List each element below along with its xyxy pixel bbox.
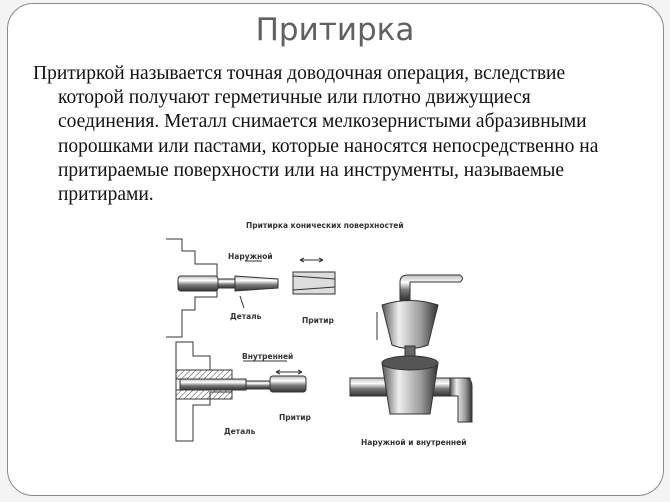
body-line: Притиркой называется точная доводочная о… — [33, 63, 566, 84]
valve-plug — [376, 274, 463, 367]
body-line: которой получают герметичные или плотно … — [58, 87, 531, 109]
figure-title: Притирка конических поверхностей — [246, 221, 404, 230]
slide-title: Притирка — [255, 12, 415, 48]
body-line: притирами. — [58, 184, 154, 206]
valve-body — [349, 355, 473, 423]
slide-body-text: Притиркой называется точная доводочная о… — [33, 62, 598, 207]
label-part-bottom: Деталь — [224, 427, 256, 436]
lap-inner — [179, 369, 307, 393]
body-line: притираемые поверхности или на инструмен… — [58, 159, 564, 181]
label-lap-top: Притир — [302, 316, 334, 325]
label-part-top: Деталь — [230, 312, 262, 321]
slide-frame — [7, 3, 664, 496]
lap-top — [292, 257, 336, 295]
label-lap-bottom: Притир — [279, 413, 311, 422]
label-both: Наружной и внутренней — [361, 438, 467, 447]
label-inner: Внутренней — [242, 352, 294, 361]
part-outer-cone — [177, 275, 279, 292]
label-outer: Наружной — [228, 252, 273, 261]
body-line: порошками или пастами, которые наносятся… — [58, 135, 599, 157]
body-line: соединения. Металл снимается мелкозернис… — [58, 111, 587, 133]
